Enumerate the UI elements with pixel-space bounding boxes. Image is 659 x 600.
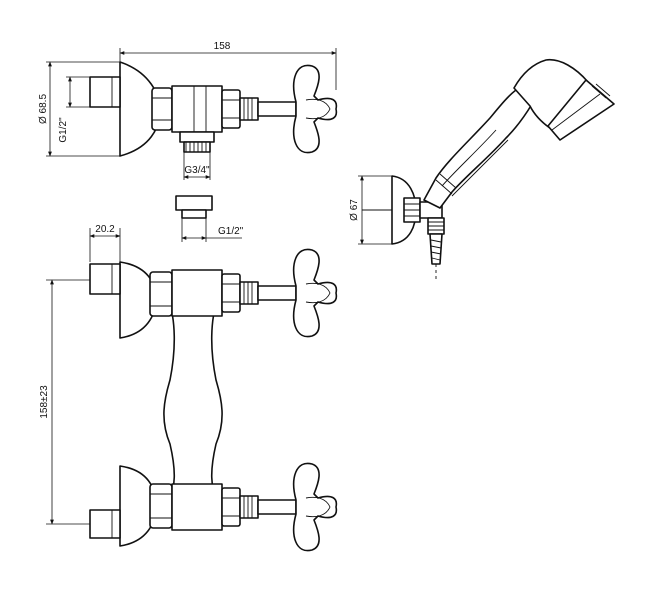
dim-top-thread-label: G1/2" xyxy=(58,117,69,143)
lower-bonnet-nut xyxy=(221,487,241,527)
top-bonnet-nut xyxy=(221,89,241,129)
upper-wall-connector xyxy=(89,263,121,295)
upper-cross-handle xyxy=(292,248,338,338)
upper-hex-nut xyxy=(149,271,173,317)
dim-holder-diameter-label: Ø 67 xyxy=(349,199,360,221)
top-outlet-thread xyxy=(183,141,211,153)
top-valve-body xyxy=(171,85,223,133)
front-lower-unit xyxy=(89,462,338,552)
top-view: 158 Ø 68.5 G1/2" xyxy=(38,41,338,242)
shower-head xyxy=(547,79,615,141)
adapter-thread xyxy=(181,209,207,219)
upper-stem xyxy=(257,285,297,301)
shower-hose xyxy=(429,233,443,265)
shower-neck xyxy=(513,58,605,133)
dim-adapter-thread-label: G1/2" xyxy=(218,226,244,237)
top-outlet-collar xyxy=(179,131,215,143)
lower-wall-connector xyxy=(89,509,121,539)
top-stem xyxy=(257,101,297,117)
top-hex-nut xyxy=(151,87,173,131)
lower-spindle xyxy=(239,495,259,519)
hand-shower-view: Ø 67 xyxy=(349,58,615,280)
lower-hex-nut xyxy=(149,483,173,529)
dim-centre-distance-label: 158±23 xyxy=(39,385,50,419)
lower-valve-body xyxy=(171,483,223,531)
upper-spindle xyxy=(239,281,259,305)
front-upper-unit xyxy=(89,248,338,339)
upper-valve-body xyxy=(171,269,223,317)
lower-cross-handle xyxy=(292,462,338,552)
lower-stem xyxy=(257,499,297,515)
top-wall-connector xyxy=(89,76,121,108)
dim-diameter-68-label: Ø 68.5 xyxy=(38,94,49,124)
dim-inlet-thread-label: G3/4" xyxy=(184,165,210,176)
top-cross-handle xyxy=(292,64,338,154)
dim-158-label: 158 xyxy=(214,41,231,52)
dim-connector-width-label: 20.2 xyxy=(95,224,115,235)
front-connecting-body xyxy=(163,297,223,507)
upper-bonnet-nut xyxy=(221,273,241,313)
adapter-body xyxy=(175,195,213,211)
top-spindle xyxy=(239,97,259,121)
front-view: 20.2 158±23 xyxy=(39,224,338,552)
